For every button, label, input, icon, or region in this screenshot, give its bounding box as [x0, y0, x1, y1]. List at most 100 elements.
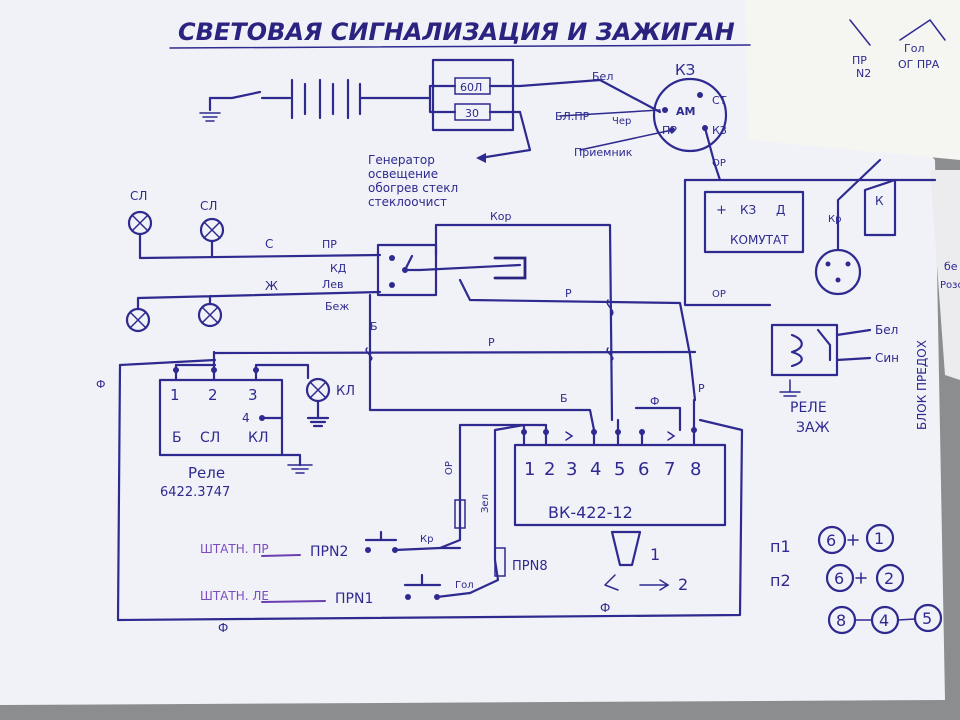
fuse-top-label: 60Л [460, 81, 482, 94]
relay-bel-label: Бел [875, 323, 898, 337]
commutator-name: КОМУТАТ [730, 233, 789, 247]
wire-lev-label: Лев [322, 278, 344, 291]
lamp-label-2: СЛ [200, 199, 217, 213]
consumer-line-1: Генератор [368, 153, 435, 167]
legend-p2-a: 6 [834, 569, 844, 588]
ignition-relay: Бел Син РЕЛЕ ЗАЖ БЛОК ПРЕДОХ [770, 323, 929, 436]
sw-pin-7: 7 [664, 459, 675, 480]
wire-or3-label: ОР [444, 461, 455, 475]
commutator-d: Д [776, 203, 785, 217]
wire-f-label: Ф [96, 378, 105, 391]
legend-p1-b: 1 [874, 529, 884, 548]
wire-f2-label: Ф [218, 621, 228, 635]
fuse-block: 60Л 30 [428, 58, 662, 163]
wire-b1-label: Б [370, 320, 378, 333]
legend-p3-b: 4 [879, 611, 889, 630]
legend-p2-b: 2 [884, 569, 894, 588]
relay-pin-4: 4 [242, 411, 250, 425]
consumers-note: Генератор освещение обогрев стекл стекло… [368, 153, 458, 209]
wire-kd-label: КД [330, 262, 347, 275]
relay-pin-2: 2 [208, 386, 218, 404]
wire-chern-label: Чер [612, 116, 631, 127]
stock-buttons: ШТАТН. ПР ПРN2 Кр ШТАТН. ЛЕ ПРN1 Гол ПРN… [200, 530, 548, 607]
wire-gol-label: Гол [455, 580, 474, 591]
sw-pin-6: 6 [638, 459, 649, 480]
wire-bel-label: Бел [592, 70, 613, 83]
corner-note: ПР N2 Гол ОГ ПРА [849, 18, 946, 80]
title-underline [169, 44, 751, 49]
control-lamp-label: КЛ [336, 384, 355, 399]
lamp-label-1: СЛ [130, 189, 147, 203]
sw-pin-8: 8 [690, 459, 701, 480]
sw-pin-5: 5 [614, 459, 625, 480]
sw-pin-2: 2 [544, 459, 555, 480]
button-shtat-pr: ШТАТН. ПР [200, 542, 269, 556]
edge-note-2: Розо [940, 280, 960, 291]
corner-note-c: Гол [904, 42, 924, 55]
wire-priemnik-label: Приемник [574, 146, 633, 159]
commutator: + КЗ Д КОМУТАТ ОР ОР Кр К [683, 158, 937, 307]
sw-pos-1: 1 [650, 545, 660, 564]
front-lamps: СЛ СЛ С ПР КД Ж Лев Беж [125, 189, 382, 333]
wire-blpr-label: БЛ.ПР [555, 110, 590, 123]
commutator-kz: КЗ [740, 203, 756, 217]
pin-st: СТ [712, 94, 727, 107]
wire-r1-label: Р [565, 287, 572, 300]
commutator-k: К [875, 194, 884, 208]
wire-or2-label: ОР [712, 289, 726, 300]
wire-f3-label: Ф [600, 601, 610, 615]
ignition-relay-name-1: РЕЛЕ [790, 400, 827, 416]
consumer-line-3: обогрев стекл [368, 181, 458, 195]
legend-p3-c: 5 [922, 609, 932, 628]
jumper-legend: п1 6 1 п2 6 2 8 4 5 [770, 523, 943, 635]
corner-note-b: N2 [856, 67, 871, 80]
ignition-switch: КЗ АМ СТ ПР КЗ Бел БЛ.ПР Чер Приемник [555, 61, 728, 182]
relay-pin-3: 3 [248, 386, 258, 404]
pin-kz: КЗ [712, 124, 727, 137]
switch-block-model: ВК-422-12 [548, 503, 633, 522]
wire-kor-label: Кор [490, 210, 512, 223]
sw-pin-1: 1 [524, 459, 535, 480]
wire-pr-label: ПР [322, 238, 337, 251]
diagram-title: СВЕТОВАЯ СИГНАЛИЗАЦИЯ И ЗАЖИГАН [178, 18, 735, 46]
commutator-plus: + [716, 203, 727, 218]
wire-kr-label: Кр [828, 214, 841, 225]
legend-p2: п2 [770, 571, 791, 590]
button-prn2: ПРN2 [310, 544, 348, 560]
fuse-bottom-label: 30 [465, 107, 479, 120]
wire-zel-label: Зел [480, 494, 491, 513]
wire-kr2-label: Кр [420, 534, 433, 545]
relay-sin-label: Син [875, 351, 899, 365]
button-shtat-le: ШТАТН. ЛЕ [200, 589, 269, 603]
relay-label-b: Б [172, 430, 182, 446]
relay-model: 6422.3747 [160, 485, 230, 500]
wire-f-loop: Ф Ф Ф Ф Р [96, 358, 744, 635]
relay-pin-1: 1 [170, 386, 180, 404]
wire-bezh-label: Беж [325, 300, 349, 313]
relay-name: Реле [188, 464, 225, 482]
consumer-line-2: освещение [368, 167, 438, 181]
legend-p1: п1 [770, 537, 791, 556]
consumer-line-4: стеклоочист [368, 195, 447, 209]
sw-pin-4: 4 [590, 459, 601, 480]
battery [199, 78, 432, 122]
relay-label-kl: КЛ [248, 430, 268, 446]
wire-r2-label: Р [488, 336, 495, 349]
side-paper [745, 0, 960, 160]
sw-pos-2: 2 [678, 575, 688, 594]
flasher-relay: 1 2 3 4 Б СЛ КЛ Реле 6422.3747 [158, 350, 313, 500]
button-prn8: ПРN8 [512, 559, 548, 574]
edge-note-1: бе [944, 260, 958, 273]
wire-f4-label: Ф [650, 395, 659, 408]
sw-pin-3: 3 [566, 459, 577, 480]
wire-b2-label: Б [560, 392, 568, 405]
relay-side-label: БЛОК ПРЕДОХ [915, 340, 929, 430]
ignition-relay-name-2: ЗАЖ [796, 420, 830, 436]
wire-s-label: С [265, 237, 273, 251]
wire-r3-label: Р [698, 382, 705, 395]
control-lamp: КЛ [305, 377, 355, 428]
corner-note-d: ОГ ПРА [898, 58, 940, 71]
button-prn1: ПРN1 [335, 591, 373, 607]
relay-label-sl: СЛ [200, 430, 220, 446]
switch-block: 1 2 3 4 5 6 7 8 ВК-422-12 ОР Зел 1 2 [438, 398, 727, 595]
